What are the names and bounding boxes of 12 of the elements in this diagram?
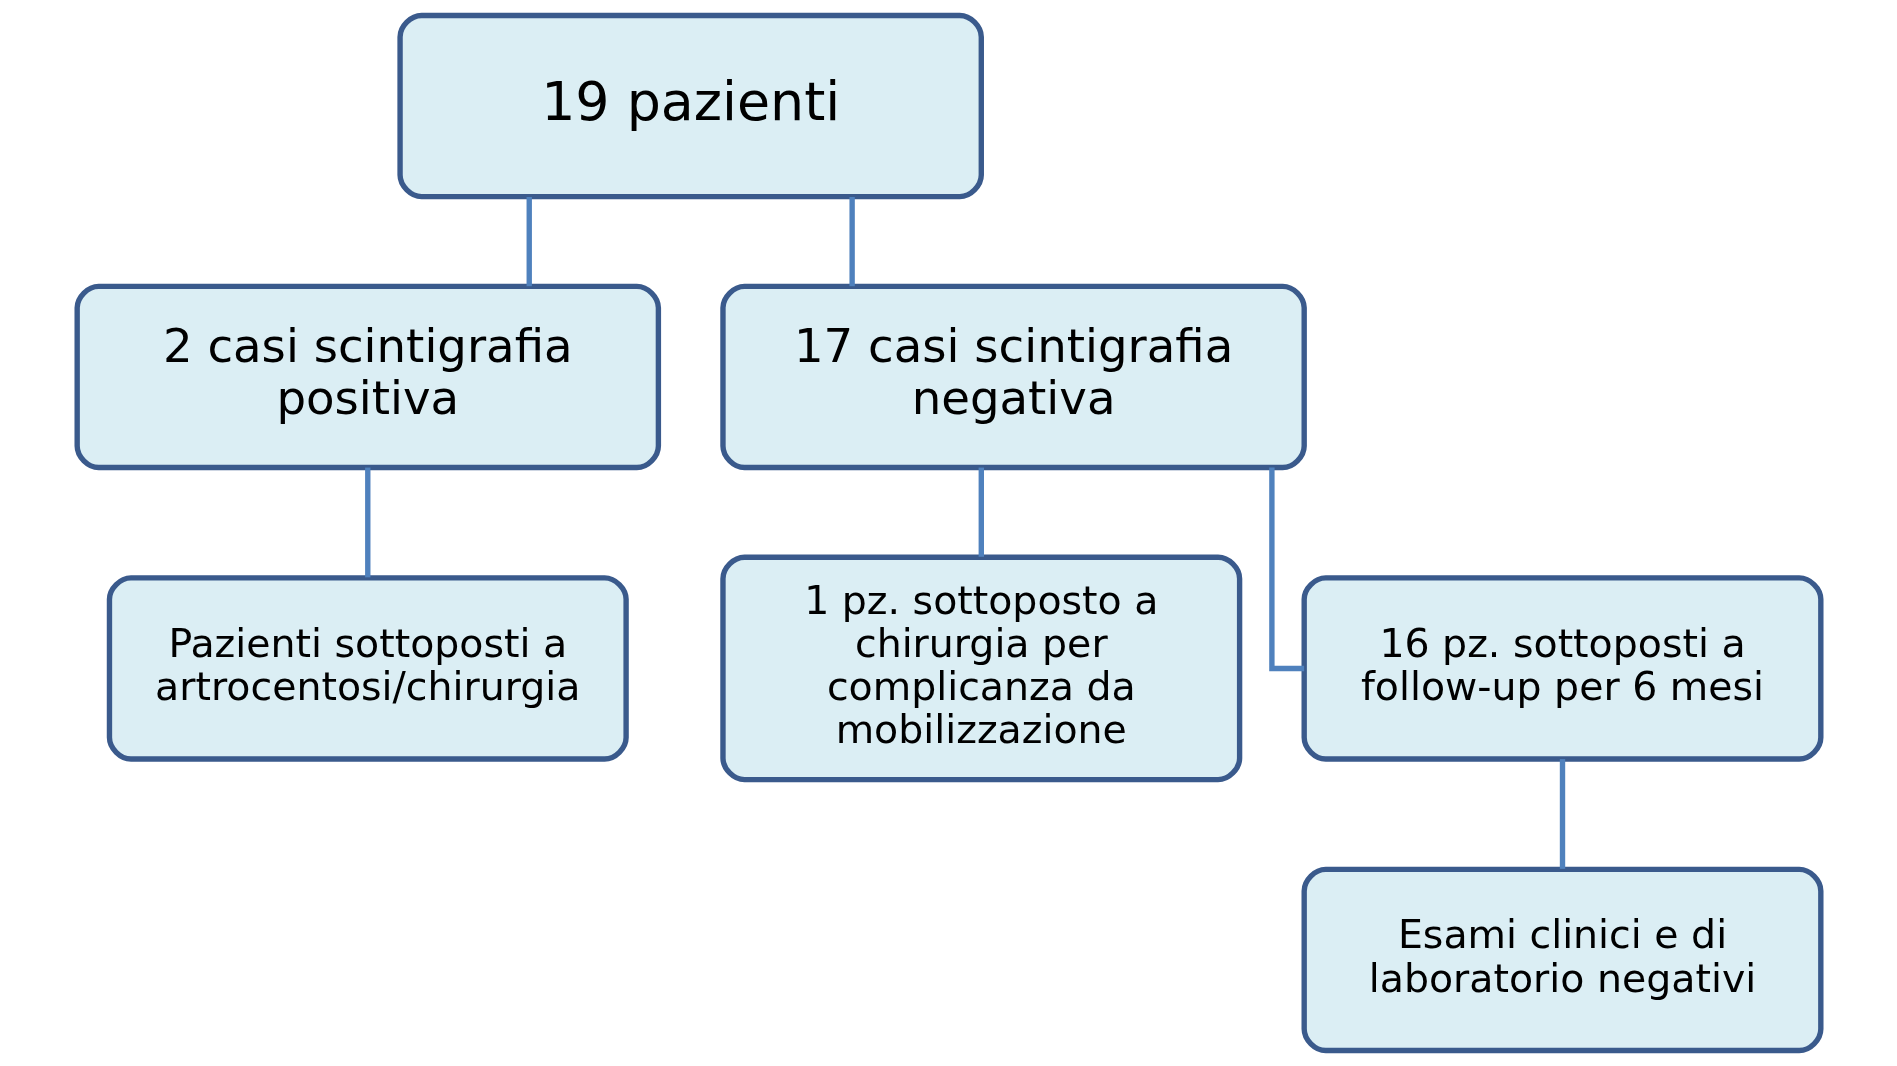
node-box: 16 pz. sottoposti a follow-up per 6 mesi: [1301, 575, 1823, 762]
node-box: Esami clinici e di laboratorio negativi: [1301, 866, 1823, 1054]
node-box: 2 casi scintigrafia positiva: [74, 283, 661, 471]
connector: [978, 467, 984, 557]
node-box: 17 casi scintigrafia negativa: [719, 283, 1307, 471]
connector: [848, 197, 855, 287]
node-box: 19 pazienti: [396, 12, 984, 200]
node-box: Pazienti sottoposti a artrocentosi/chirurgia: [106, 575, 629, 762]
node-box: 1 pz. sottoposto a chirurgia per complicanza da mobilizzazione: [719, 554, 1242, 783]
connector: [526, 197, 532, 287]
connector: [1559, 759, 1565, 869]
connector: [364, 467, 370, 578]
